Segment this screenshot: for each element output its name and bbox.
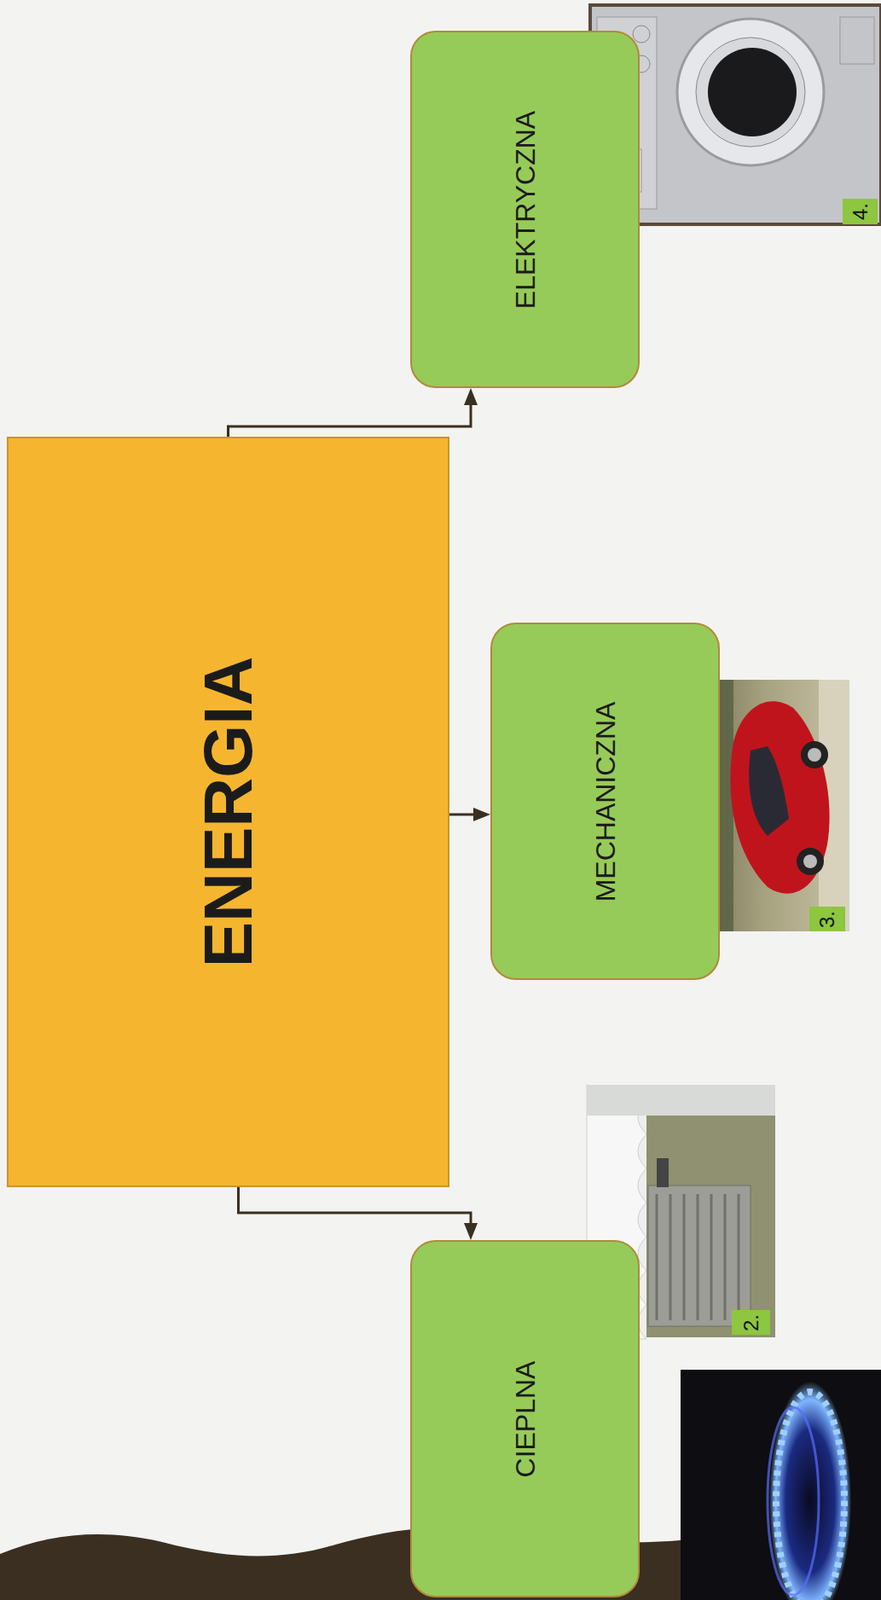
energy-type-box: ELEKTRYCZNA <box>410 30 640 389</box>
energy-type-box: CIEPLNA <box>410 1240 640 1598</box>
node-label: MECHANICZNA <box>589 701 621 902</box>
callout-box: 2. <box>731 1309 771 1335</box>
gas-flame-photo <box>680 1369 881 1600</box>
energy-type-box: MECHANICZNA <box>490 622 720 980</box>
arrowhead <box>473 807 491 822</box>
callout-number: 3. <box>815 909 840 928</box>
node-label: ELEKTRYCZNA <box>509 110 541 308</box>
main-title-text: ENERGIA <box>189 656 268 968</box>
callout-box: 3. <box>809 906 846 932</box>
callout-box: 4. <box>842 198 878 225</box>
callout-number: 4. <box>848 202 873 221</box>
callout-number: 2. <box>739 1313 764 1331</box>
arrowhead <box>463 1222 478 1241</box>
node-label: CIEPLNA <box>509 1360 541 1478</box>
energy-box: ENERGIA <box>6 436 450 1188</box>
arrowhead <box>463 388 478 406</box>
